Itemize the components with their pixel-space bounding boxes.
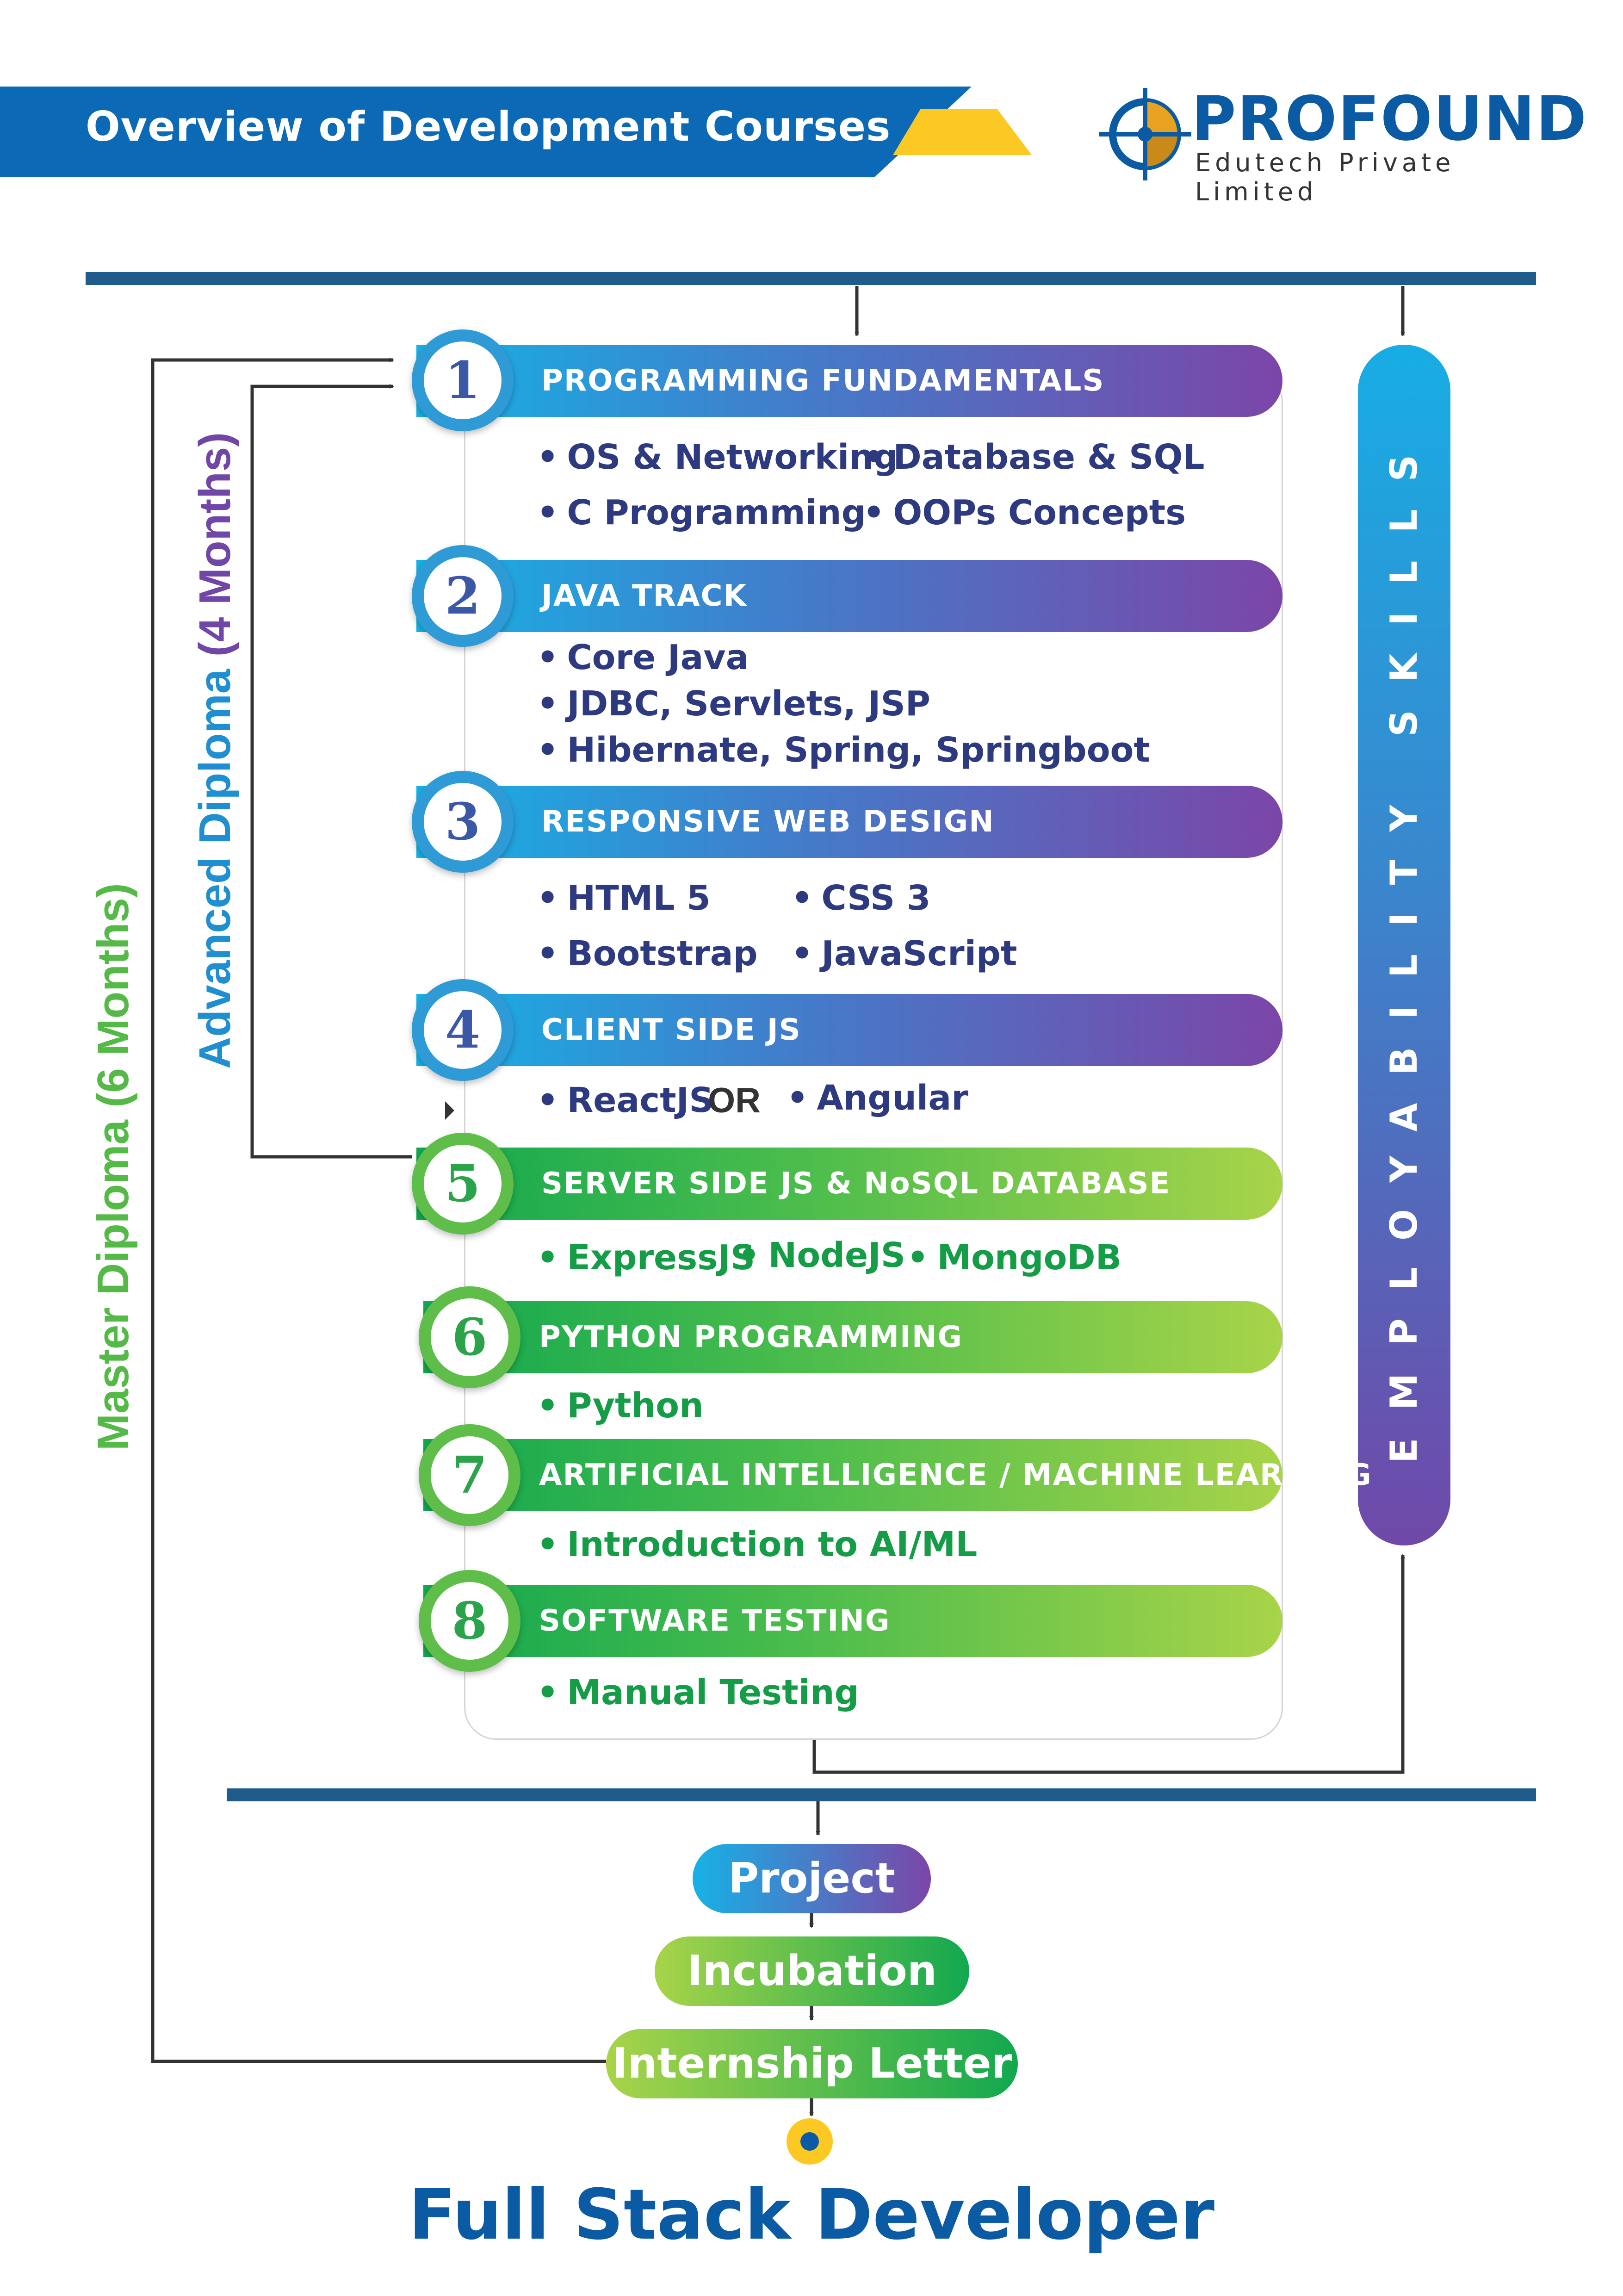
employability-label: EMPLOYABILITY SKILLS — [1382, 427, 1426, 1464]
course-badge-2: 2 — [412, 545, 514, 647]
course-bar-6: PYTHON PROGRAMMING — [423, 1301, 1282, 1373]
course-title: PROGRAMMING FUNDAMENTALS — [541, 364, 1105, 398]
advanced-diploma-name: Advanced Diploma — [190, 669, 240, 1069]
target-icon — [787, 2118, 833, 2165]
course-badge-3: 3 — [412, 771, 514, 873]
course-bar-4: CLIENT SIDE JS — [416, 994, 1282, 1066]
course-bar-7: ARTIFICIAL INTELLIGENCE / MACHINE LEARNI… — [423, 1439, 1371, 1511]
logo-subtitle: Edutech Private Limited — [1195, 148, 1455, 206]
project-stage: Project — [693, 1844, 931, 1913]
topic-item: •Python — [537, 1386, 704, 1426]
topic-item: •C Programming — [537, 493, 866, 533]
topic-item: •OOPs Concepts — [863, 493, 1186, 533]
topic-item: •Core Java — [537, 638, 749, 677]
topic-item: •Database & SQL — [863, 437, 1205, 477]
topic-item: •Manual Testing — [537, 1673, 859, 1713]
final-outcome-title: Full Stack Developer — [409, 2175, 1214, 2255]
course-title: PYTHON PROGRAMMING — [539, 1320, 963, 1354]
topic-item: •Introduction to AI/ML — [537, 1525, 978, 1564]
employability-skills-bar: EMPLOYABILITY SKILLS — [1358, 345, 1450, 1545]
topic-item: •CSS 3 — [791, 878, 931, 918]
course-title: RESPONSIVE WEB DESIGN — [541, 805, 995, 839]
header-banner — [0, 87, 972, 177]
course-title: JAVA TRACK — [541, 579, 748, 613]
advanced-diploma-duration: (4 Months) — [190, 432, 240, 657]
topic-item: •ReactJS — [537, 1080, 714, 1120]
crosshair-logo-icon — [1099, 88, 1191, 180]
topic-item: •NodeJS — [738, 1235, 906, 1275]
course-bar-2: JAVA TRACK — [416, 560, 1282, 632]
course-number: 4 — [445, 1000, 481, 1060]
master-diploma-label: Master Diploma (6 Months) — [88, 883, 138, 1451]
topic-item: •Angular — [787, 1078, 968, 1118]
topic-item: •Bootstrap — [537, 934, 758, 974]
topic-item: •Hibernate, Spring, Springboot — [537, 730, 1150, 770]
course-number: 3 — [445, 792, 481, 851]
page-title: Overview of Development Courses — [86, 103, 891, 150]
topic-item: •OS & Networking — [537, 437, 898, 477]
course-badge-1: 1 — [412, 329, 514, 431]
topic-item: •ExpressJS — [537, 1238, 756, 1278]
course-title: SERVER SIDE JS & NoSQL DATABASE — [541, 1167, 1171, 1201]
course-bar-3: RESPONSIVE WEB DESIGN — [416, 786, 1282, 858]
course-badge-6: 6 — [419, 1286, 520, 1388]
company-logo: PROFOUND Edutech Private Limited — [1099, 83, 1586, 206]
top-divider — [86, 272, 1536, 285]
internship-letter-stage: Internship Letter — [606, 2029, 1018, 2098]
incubation-stage: Incubation — [655, 1936, 969, 2006]
course-title: SOFTWARE TESTING — [539, 1604, 891, 1638]
advanced-diploma-label: Advanced Diploma (4 Months) — [190, 432, 241, 1069]
course-title: ARTIFICIAL INTELLIGENCE / MACHINE LEARNI… — [539, 1458, 1372, 1492]
topic-item: •JDBC, Servlets, JSP — [537, 684, 930, 724]
course-number: 7 — [452, 1445, 488, 1505]
bottom-divider — [227, 1788, 1536, 1801]
topic-item: •HTML 5 — [537, 878, 711, 918]
course-badge-8: 8 — [419, 1570, 520, 1672]
course-number: 5 — [445, 1154, 481, 1213]
course-badge-7: 7 — [419, 1424, 520, 1526]
course-bar-5: SERVER SIDE JS & NoSQL DATABASE — [416, 1148, 1282, 1220]
course-title: CLIENT SIDE JS — [541, 1013, 801, 1047]
course-number: 2 — [445, 566, 481, 626]
topic-item: •JavaScript — [791, 934, 1017, 974]
course-bar-8: SOFTWARE TESTING — [423, 1585, 1282, 1657]
course-badge-5: 5 — [412, 1133, 514, 1235]
or-separator: OR — [708, 1081, 761, 1120]
course-badge-4: 4 — [412, 979, 514, 1081]
course-number: 8 — [452, 1591, 488, 1651]
course-number: 1 — [445, 350, 481, 410]
topic-item: •MongoDB — [907, 1238, 1122, 1278]
logo-wordmark: PROFOUND — [1191, 83, 1588, 155]
course-number: 6 — [452, 1307, 488, 1367]
course-bar-1: PROGRAMMING FUNDAMENTALS — [416, 345, 1282, 417]
